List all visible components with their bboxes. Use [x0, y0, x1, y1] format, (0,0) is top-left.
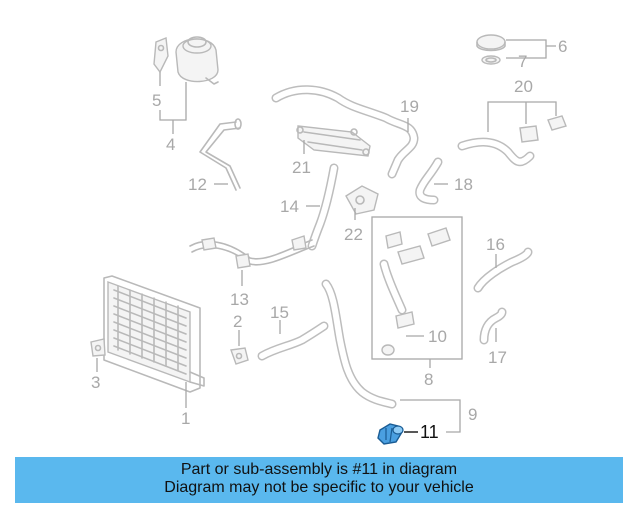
flange-22-part: [345, 185, 379, 215]
callout-19: 19: [400, 97, 419, 116]
leader-20: [487, 101, 557, 132]
leader-4: [159, 82, 187, 121]
callout-16: 16: [486, 235, 505, 254]
pipe-15-part: [257, 321, 329, 361]
callout-8: 8: [424, 370, 433, 389]
callout-7: 7: [518, 52, 527, 71]
harness-13-part: [189, 235, 315, 269]
callout-2: 2: [233, 312, 242, 331]
pipe-21-part: [296, 125, 371, 157]
callout-22: 22: [344, 225, 363, 244]
info-banner: Part or sub-assembly is #11 in diagram D…: [15, 457, 623, 503]
assembly-8-box: [371, 216, 463, 360]
hose-16-part: [473, 247, 533, 293]
callout-4: 4: [166, 135, 175, 154]
hose-9-part: [321, 279, 397, 409]
hose-12-part: [199, 118, 242, 191]
bracket-2-part: [230, 347, 249, 365]
callout-12: 12: [188, 175, 207, 194]
callout-10: 10: [428, 327, 447, 346]
cap-part: [476, 34, 506, 65]
reservoir-part: [153, 36, 219, 85]
banner-line-2: Diagram may not be specific to your vehi…: [164, 479, 474, 496]
hose-19-part: [271, 85, 419, 179]
callout-20: 20: [514, 77, 533, 96]
banner-line-1: Part or sub-assembly is #11 in diagram: [180, 461, 458, 478]
callout-14: 14: [280, 197, 299, 216]
leader-9: [400, 399, 461, 433]
bracket-3-part: [90, 338, 106, 357]
callout-18: 18: [454, 175, 473, 194]
callout-11: 11: [420, 422, 439, 442]
callout-1: 1: [181, 409, 190, 428]
parts-diagram: 1 2 3 5 4 6 7 12: [90, 34, 567, 445]
radiator-part: [103, 275, 205, 393]
callout-9: 9: [468, 405, 477, 424]
callout-13: 13: [230, 290, 249, 309]
callout-3: 3: [91, 373, 100, 392]
hose-17-part: [479, 307, 507, 345]
leader-6: [506, 39, 556, 59]
callout-5: 5: [152, 91, 161, 110]
hose-14-part: [307, 163, 339, 251]
callout-6: 6: [558, 37, 567, 56]
hose-20-part: [457, 115, 567, 167]
callout-17: 17: [488, 348, 507, 367]
callout-15: 15: [270, 303, 289, 322]
highlighted-part-11[interactable]: [377, 423, 404, 445]
pipe-assembly-8-part: [379, 227, 451, 356]
callout-21: 21: [292, 158, 311, 177]
hose-18-part: [415, 157, 443, 205]
